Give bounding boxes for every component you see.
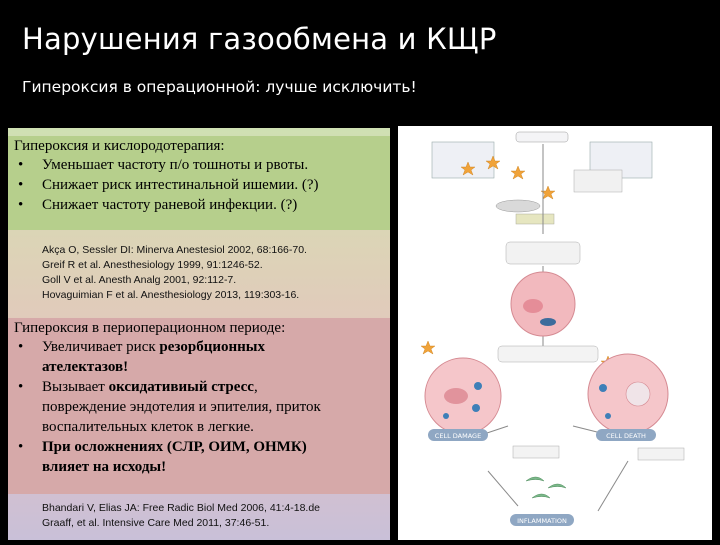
risks-list: Увеличивает риск резорбционных ателектазо… xyxy=(8,337,390,477)
risk-emphasis: ателектазов! xyxy=(42,359,129,375)
reference: Goll V et al. Anesth Analg 2001, 92:112-… xyxy=(42,274,237,286)
risks-box: Гипероксия в периоперационном периоде: У… xyxy=(8,318,390,494)
risk-item: При осложнениях (СЛР, ОИМ, ОНМК) влияет н… xyxy=(14,437,384,477)
risk-item: Вызывает оксидативиый стресс, повреждение… xyxy=(14,377,384,437)
cell-damage-label: CELL DAMAGE xyxy=(435,432,481,440)
reference: Bhandari V, Elias JA: Free Radic Biol Me… xyxy=(42,502,321,514)
pathway-figure: CELL DAMAGE CELL DEATH INFLAMMATION xyxy=(398,126,712,540)
inflammation-label: INFLAMMATION xyxy=(517,517,567,525)
figure-svg: CELL DAMAGE CELL DEATH INFLAMMATION xyxy=(398,126,712,540)
risk-emphasis: При осложнениях (СЛР, ОИМ, ОНМК) xyxy=(42,439,307,455)
reference: Greif R et al. Anesthesiology 1999, 91:1… xyxy=(42,259,263,271)
risk-emphasis: влияет на исходы! xyxy=(42,459,167,475)
risk-text: Увеличивает риск xyxy=(42,339,160,355)
benefits-references: Akça O, Sessler DI: Minerva Anestesiol 2… xyxy=(42,243,307,303)
benefit-item: Уменьшает частоту п/о тошноты и рвоты. xyxy=(14,155,384,175)
slide-subtitle: Гипероксия в операционной: лучше исключи… xyxy=(22,78,417,96)
small-box xyxy=(573,169,623,193)
risk-emphasis: резорбционных xyxy=(159,339,265,355)
slide-title: Нарушения газообмена и КЩР xyxy=(22,22,497,56)
info-panel xyxy=(431,141,495,179)
risk-text: воспалительных клеток в легкие. xyxy=(42,419,254,435)
cell-icon xyxy=(510,271,576,337)
risks-references: Bhandari V, Elias JA: Free Radic Biol Me… xyxy=(42,501,320,531)
benefits-heading: Гипероксия и кислородотерапия: xyxy=(14,138,225,154)
risk-text: , xyxy=(253,379,258,395)
risk-item: Увеличивает риск резорбционных ателектазо… xyxy=(14,337,384,377)
top-box xyxy=(515,131,569,143)
cell-damage-label-bg xyxy=(428,429,488,441)
risk-emphasis: оксидативиый стресс xyxy=(108,379,254,395)
benefit-item: Снижает частоту раневой инфекции. (?) xyxy=(14,195,384,215)
cell-death-label: CELL DEATH xyxy=(606,432,646,440)
benefit-item: Снижает риск интестинальной ишемии. (?) xyxy=(14,175,384,195)
risks-heading: Гипероксия в периоперационном периоде: xyxy=(14,320,286,336)
benefits-list: Уменьшает частоту п/о тошноты и рвоты. С… xyxy=(8,155,390,215)
reference: Graaff, et al. Intensive Care Med 2011, … xyxy=(42,517,270,529)
reference: Hovaguimian F et al. Anesthesiology 2013… xyxy=(42,289,300,301)
macrophage-icons xyxy=(525,476,567,499)
risk-text: повреждение эндотелия и эпителия, приток xyxy=(42,399,321,415)
reference: Akça O, Sessler DI: Minerva Anestesiol 2… xyxy=(42,244,307,256)
text-panel: Гипероксия и кислородотерапия: Уменьшает… xyxy=(8,128,390,540)
risk-text: Вызывает xyxy=(42,379,109,395)
benefits-box: Гипероксия и кислородотерапия: Уменьшает… xyxy=(8,136,390,230)
cell-death-label-bg xyxy=(596,429,656,441)
inflammation-label-bg xyxy=(510,514,574,526)
